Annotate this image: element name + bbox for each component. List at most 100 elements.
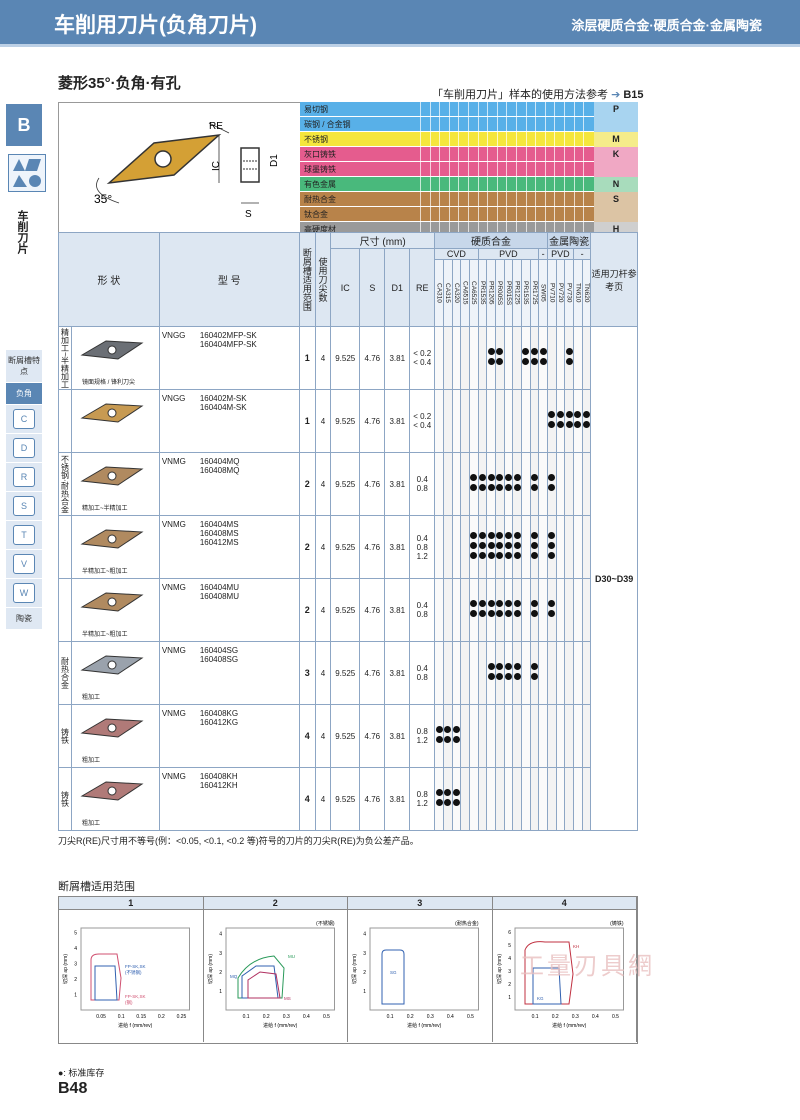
model-number: 160404MQ — [199, 457, 240, 466]
grade-cell — [451, 389, 462, 453]
sidebar-item-3[interactable]: D — [6, 434, 42, 463]
stock-dot — [444, 726, 452, 733]
workpiece-code — [594, 207, 638, 223]
grade-cell — [442, 389, 453, 453]
shape-header: 形 状 — [58, 232, 160, 327]
stock-dot — [452, 726, 460, 733]
x-tick: 0.3 — [282, 1014, 289, 1020]
y-axis-label: 切深 ap (mm) — [207, 954, 214, 984]
workpiece-code: N — [594, 177, 638, 193]
grade-cell — [546, 767, 557, 831]
grade-cell — [529, 578, 540, 642]
grade-cell — [529, 515, 540, 579]
sidebar-item-0[interactable]: 断屑槽特点 — [6, 350, 42, 383]
insert-photo-icon — [80, 340, 144, 360]
grade-cell — [442, 704, 453, 768]
grade-cell — [572, 704, 583, 768]
grade-cell — [503, 704, 514, 768]
sidebar-item-9[interactable]: 陶瓷 — [6, 608, 42, 630]
grade-cell — [494, 326, 505, 390]
grade-cell — [503, 767, 514, 831]
corners-value: 4 — [314, 641, 332, 705]
grade-cell — [486, 767, 496, 831]
group-label — [59, 390, 72, 452]
grade-cell — [520, 326, 531, 390]
sidebar-item-7[interactable]: V — [6, 550, 42, 579]
watermark: 工量刃具網 — [520, 953, 655, 980]
sidebar-item-4[interactable]: R — [6, 463, 42, 492]
stock-dot — [470, 600, 478, 607]
insert-photo-icon — [80, 592, 144, 612]
grade-cell — [520, 704, 531, 768]
series-name: VNMG — [161, 772, 186, 781]
model-number: 160404MFP-SK — [199, 340, 257, 349]
grade-cell — [434, 704, 444, 768]
d1-label: D1 — [269, 154, 280, 167]
grade-header: TN620 — [581, 259, 592, 327]
grade-name: PR1225 — [513, 281, 521, 305]
stock-dot — [478, 610, 486, 617]
shape-caption: 粗加工 — [82, 758, 101, 764]
grade-cell — [468, 326, 479, 390]
grade-cell — [512, 389, 522, 453]
grade-cell — [538, 704, 548, 768]
grade-cell — [555, 389, 566, 453]
reference-page: B15 — [623, 89, 644, 101]
corners-value: 4 — [314, 452, 332, 516]
stock-dot — [487, 663, 495, 670]
footnote: 刀尖R(RE)尺寸用不等号(例：<0.05, <0.1, <0.2 等)符号的刀… — [58, 836, 419, 846]
grade-header: PR1535 — [477, 259, 488, 327]
grade-cell — [581, 641, 592, 705]
grade-header: TN610 — [572, 259, 583, 327]
re-item: 0.8 — [416, 542, 428, 552]
model-header: 型 号 — [158, 232, 300, 327]
shape-t-icon: T — [13, 525, 35, 545]
grade-cell — [538, 578, 548, 642]
grade-cell — [581, 704, 592, 768]
stock-dot — [504, 610, 512, 617]
grade-cell — [546, 515, 557, 579]
insert-table: 形 状型 号断屑槽适用范围使用刀尖数尺寸 (mm)硬质合金金属陶瓷适用刀杆参考页… — [58, 232, 638, 831]
page-header — [0, 0, 800, 44]
workpiece-name: 高硬度材 — [304, 225, 336, 234]
workpiece-code: K — [594, 147, 638, 163]
model-number: 160402M-SK — [199, 394, 247, 403]
chart-header: 2 — [203, 897, 348, 910]
stock-dot — [530, 484, 538, 491]
workpiece-code — [594, 117, 638, 133]
sidebar-item-8[interactable]: W — [6, 579, 42, 608]
grade-cell — [486, 389, 496, 453]
s-value: 4.76 — [359, 704, 386, 768]
sg-region — [381, 949, 405, 1005]
shape-cell: 半精加工~粗加工 — [58, 578, 160, 642]
grade-cell — [494, 767, 505, 831]
sidebar-item-5[interactable]: S — [6, 492, 42, 521]
sidebar-item-1[interactable]: 负角 — [6, 383, 42, 405]
region-label: FP-SK,SK — [125, 994, 146, 999]
sidebar-item-2[interactable]: C — [6, 405, 42, 434]
insert-drawing: 35° RE IC D1 S — [58, 102, 302, 234]
x-tick: 0.15 — [136, 1014, 146, 1020]
insert-photo-icon — [80, 655, 144, 675]
shape-v-icon: V — [13, 554, 35, 574]
workpiece-name: 碳钢 / 合金钢 — [304, 120, 351, 129]
grade-cell — [572, 641, 583, 705]
stock-dot — [530, 610, 538, 617]
shape-cell: 耐热合金粗加工 — [58, 641, 160, 705]
sidebar-item-6[interactable]: T — [6, 521, 42, 550]
grade-header: CA320 — [451, 259, 462, 327]
stock-dot — [530, 348, 538, 355]
grade-cell — [538, 452, 548, 516]
model-number: 160412MS — [199, 538, 239, 547]
stock-dot — [582, 421, 590, 428]
grade-cell — [529, 389, 540, 453]
group-label: 耐热合金 — [59, 642, 72, 704]
stock-dot — [487, 358, 495, 365]
grade-name: PV720 — [556, 283, 564, 303]
stock-dot — [470, 484, 478, 491]
grade-cell — [503, 452, 514, 516]
